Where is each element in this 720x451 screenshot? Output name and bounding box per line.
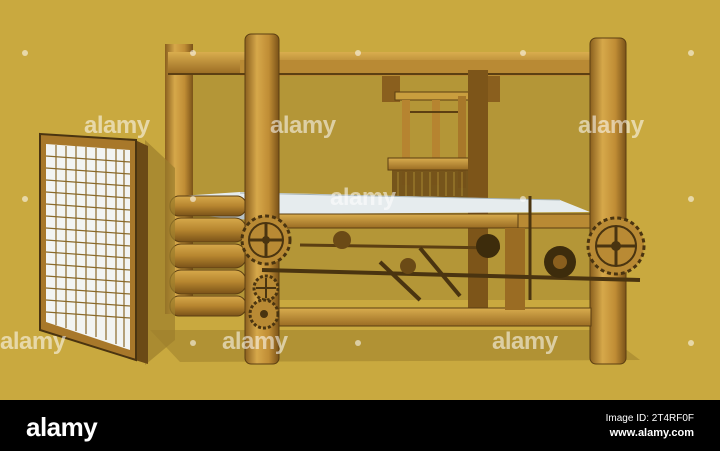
gear-left-small (252, 274, 280, 302)
watermark-text: alamy (492, 328, 558, 355)
loom-illustration: alamy alamy alamy alamy alamy alamy alam… (0, 0, 720, 400)
cloth-roller-1 (169, 195, 247, 217)
site-url: www.alamy.com (609, 427, 694, 439)
top-beam-front (240, 60, 600, 76)
watermark-text: alamy (84, 112, 150, 139)
stock-footer-bar: alamy Image ID: 2T4RF0F www.alamy.com (0, 400, 720, 451)
watermark-text: alamy (222, 328, 288, 355)
punch-card-grid (46, 144, 130, 350)
watermark-text: alamy (330, 184, 396, 211)
right-side-rail (517, 213, 591, 229)
cloth-roller-4 (169, 269, 247, 295)
alamy-logo: alamy (26, 412, 98, 442)
gear-left-bottom (248, 298, 280, 330)
heddle-frame (402, 100, 410, 185)
image-id-block: Image ID: 2T4RF0F www.alamy.com (606, 412, 694, 440)
jacquard-loom-drawing (39, 33, 646, 365)
warp-cloth (180, 192, 590, 214)
cloth-roller-2 (169, 217, 247, 243)
card-board-shadow (145, 140, 175, 365)
card-board-side (135, 140, 148, 364)
punch-card-holes (45, 145, 131, 347)
watermark-text: alamy (270, 112, 336, 139)
reed (392, 170, 482, 198)
watermark-text: alamy (0, 328, 66, 355)
front-right-post (589, 37, 627, 365)
middle-leg (505, 228, 525, 310)
gear-left-large (240, 214, 292, 266)
drive-shaft (261, 268, 641, 282)
gear-right-large (586, 216, 646, 276)
cam-left (333, 231, 351, 249)
cloth-roller-3 (169, 243, 247, 269)
cam-right (476, 234, 500, 258)
front-rail-bottom (278, 307, 592, 327)
front-rail-top (278, 213, 520, 229)
watermark-text: alamy (578, 112, 644, 139)
image-id: Image ID: 2T4RF0F (605, 413, 694, 424)
